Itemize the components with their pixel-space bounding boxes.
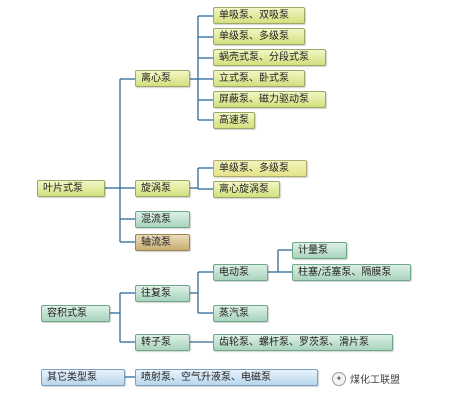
node-c-stage: 单级泵、多级泵 (213, 28, 305, 45)
node-electric: 电动泵 (213, 264, 268, 281)
node-other-list: 喷射泵、空气升液泵、电磁泵 (135, 369, 318, 386)
node-centrifugal: 离心泵 (135, 70, 190, 87)
node-axial-flow: 轴流泵 (135, 234, 190, 251)
node-plunger: 柱塞/活塞泵、隔膜泵 (292, 264, 411, 281)
node-metering: 计量泵 (292, 242, 347, 259)
node-vortex: 旋涡泵 (135, 180, 190, 197)
node-steam: 蒸汽泵 (213, 305, 268, 322)
node-positive-displacement: 容积式泵 (41, 305, 110, 322)
node-v-centrifugal-vortex: 离心旋涡泵 (213, 181, 280, 198)
watermark-text: 煤化工联盟 (350, 375, 400, 386)
node-c-casing: 蜗壳式泵、分段式泵 (213, 49, 326, 66)
watermark: ✦ 煤化工联盟 (332, 371, 400, 386)
node-other-types: 其它类型泵 (41, 369, 125, 386)
node-c-axis: 立式泵、卧式泵 (213, 70, 305, 87)
wechat-icon: ✦ (332, 371, 346, 386)
node-mixed-flow: 混流泵 (135, 211, 190, 228)
node-rotor: 转子泵 (135, 334, 190, 351)
node-rotor-types: 齿轮泵、螺杆泵、罗茨泵、滑片泵 (213, 334, 393, 351)
node-c-highspeed: 高速泵 (213, 112, 255, 129)
node-v-stage: 单级泵、多级泵 (213, 160, 307, 177)
node-impeller-pump: 叶片式泵 (37, 180, 105, 197)
node-reciprocating: 往复泵 (135, 285, 190, 302)
node-c-suction: 单吸泵、双吸泵 (213, 7, 305, 24)
node-c-shield: 屏蔽泵、磁力驱动泵 (213, 91, 326, 108)
